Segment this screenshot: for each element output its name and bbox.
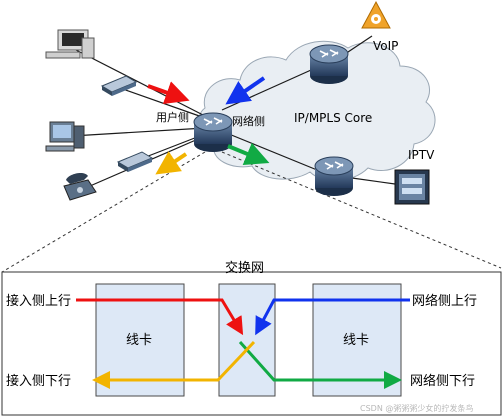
iptv-label: IPTV bbox=[408, 148, 435, 162]
network-upstream-path bbox=[238, 340, 402, 389]
modem-icon bbox=[100, 75, 138, 96]
switch-fabric-label: 交换网 bbox=[225, 260, 264, 276]
network-down-label: 网络侧下行 bbox=[410, 373, 475, 389]
zoom-frame bbox=[1, 271, 502, 416]
computer-icon bbox=[45, 29, 95, 59]
phone-icon bbox=[63, 173, 97, 201]
line-card-right-label: 线卡 bbox=[343, 333, 369, 348]
edge-router-icon bbox=[314, 156, 354, 196]
access-up-label: 接入侧上行 bbox=[6, 293, 71, 309]
access-down-label: 接入侧下行 bbox=[6, 373, 71, 389]
line-card-left-label: 线卡 bbox=[126, 333, 152, 348]
zoom-lines bbox=[1, 151, 502, 273]
downstream-arrow-blue bbox=[225, 76, 266, 105]
watermark: CSDN @粥粥粥少女的拧发条鸟 bbox=[360, 403, 473, 413]
access-downstream-path bbox=[92, 340, 256, 389]
voip-server-icon bbox=[361, 0, 391, 29]
access-upstream-path bbox=[76, 298, 244, 336]
switch-fabric-box bbox=[218, 283, 276, 397]
downstream-arrow-yellow bbox=[155, 151, 188, 175]
user-side-label: 用户侧 bbox=[156, 110, 189, 124]
modem-icon-2 bbox=[116, 151, 154, 172]
network-up-label: 网络侧上行 bbox=[412, 293, 477, 309]
access-router-icon bbox=[193, 112, 233, 152]
iptv-server-icon bbox=[394, 169, 430, 205]
pc-icon bbox=[45, 121, 85, 152]
core-router-icon bbox=[309, 44, 349, 84]
upstream-arrow-green bbox=[227, 142, 270, 166]
voip-label: VoIP bbox=[373, 39, 398, 53]
network-side-label: 网络侧 bbox=[232, 114, 265, 128]
line-card-left bbox=[95, 283, 185, 397]
upstream-arrow-red bbox=[147, 81, 190, 104]
network-downstream-path bbox=[255, 298, 410, 336]
core-label: IP/MPLS Core bbox=[294, 111, 372, 125]
